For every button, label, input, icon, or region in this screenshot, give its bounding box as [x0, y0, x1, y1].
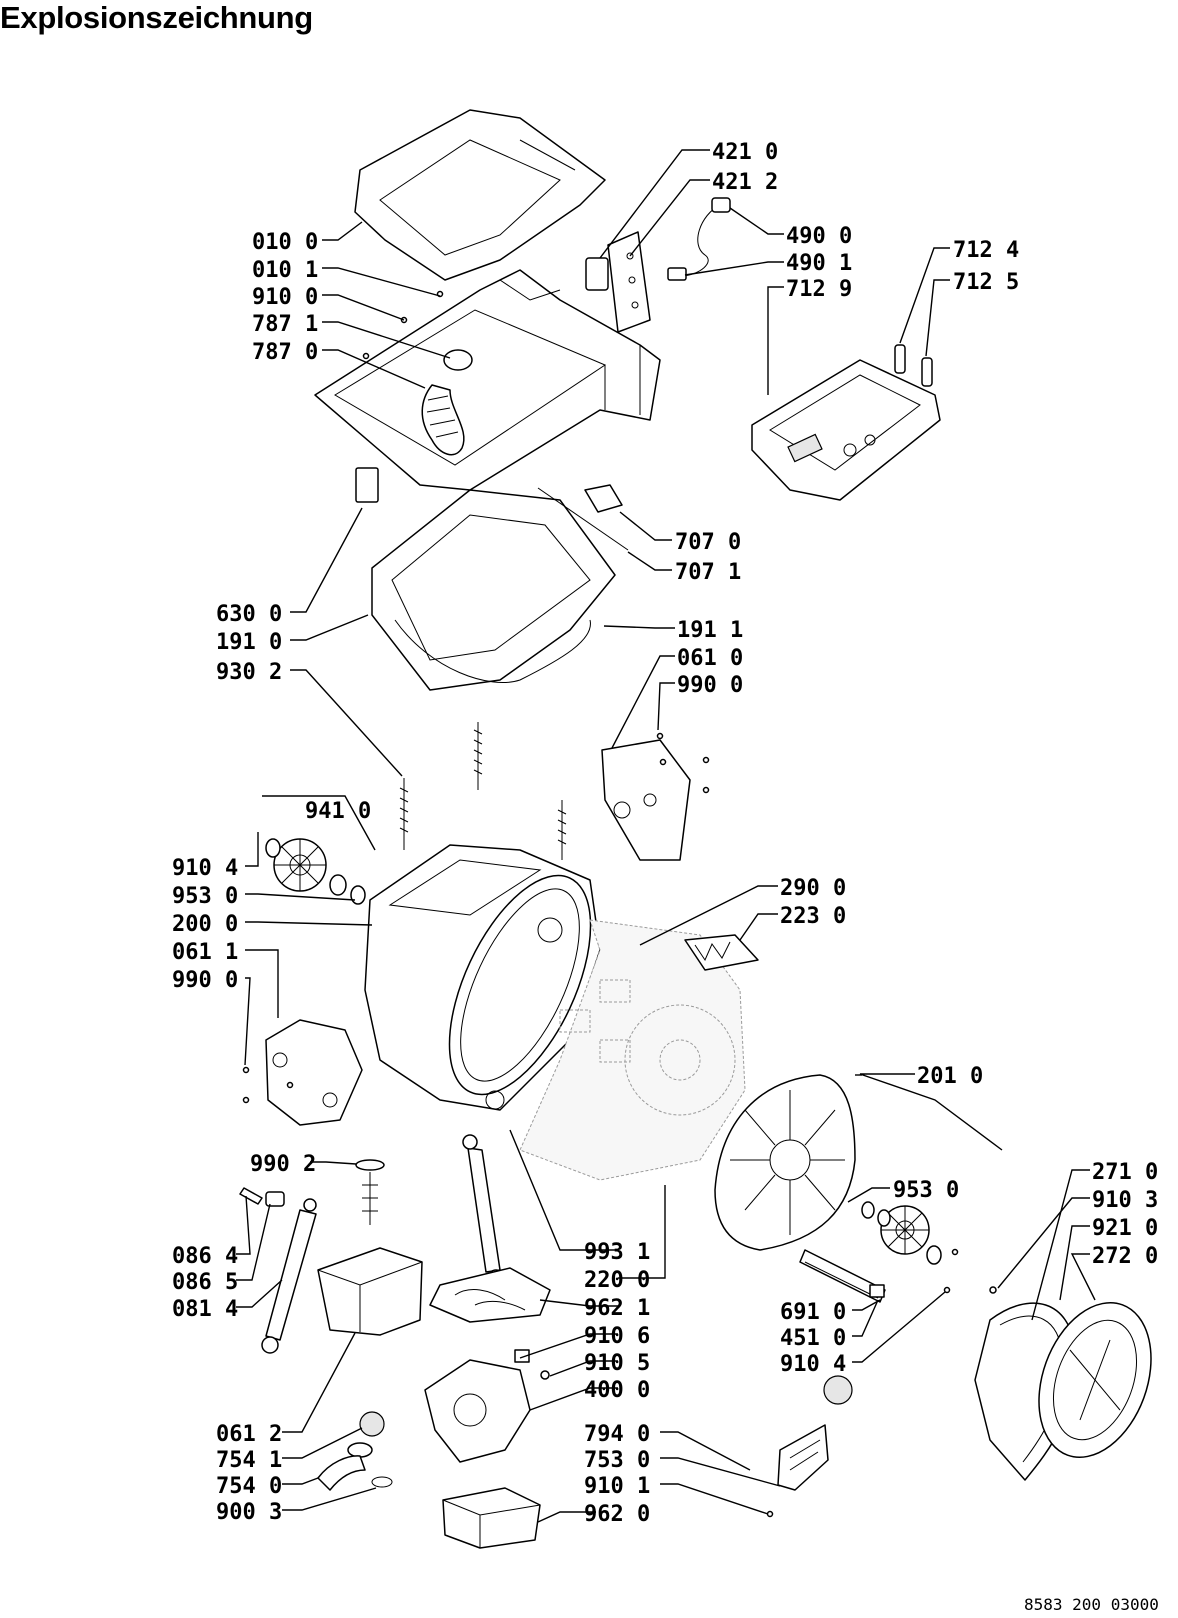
part-label-953-0-left: 953 0: [172, 884, 238, 909]
part-label-753-0: 753 0: [584, 1448, 650, 1473]
pins-086: [239, 1187, 285, 1207]
bearing-hub-right: [861, 1201, 942, 1265]
part-label-191-0: 191 0: [216, 630, 282, 655]
part-label-990-0-top: 990 0: [677, 673, 743, 698]
part-label-707-0: 707 0: [675, 530, 741, 555]
thermostat-707: [537, 484, 629, 551]
pump-400-0: [424, 1349, 550, 1463]
counterweight-061-0: [601, 739, 691, 861]
drawer-pins-712-4-5: [894, 344, 933, 387]
part-label-290-0: 290 0: [780, 876, 846, 901]
part-label-061-0: 061 0: [677, 646, 743, 671]
part-label-712-4: 712 4: [953, 238, 1019, 263]
hose-787: [421, 349, 473, 456]
part-label-993-1: 993 1: [584, 1240, 650, 1265]
part-labels: 010 0 010 1 910 0 787 1 787 0 421 0 421 …: [172, 140, 1158, 1527]
part-label-630-0: 630 0: [216, 602, 282, 627]
leader-lines: [236, 149, 1096, 1523]
document-number: 8583 200 03000: [1024, 1595, 1159, 1614]
part-label-691-0: 691 0: [780, 1300, 846, 1325]
tub-back-201-0: [714, 1074, 856, 1251]
spring-990-2: [355, 1159, 385, 1225]
part-label-220-0: 220 0: [584, 1268, 650, 1293]
door-ring-272-0: [1038, 1301, 1152, 1459]
panel-bracket-421: [585, 231, 651, 333]
tub-ring-191-0: [371, 489, 616, 691]
part-label-754-0: 754 0: [216, 1474, 282, 1499]
part-label-061-2: 061 2: [216, 1422, 282, 1447]
part-label-451-0: 451 0: [780, 1326, 846, 1351]
part-label-787-0: 787 0: [252, 340, 318, 365]
part-label-910-4-left: 910 4: [172, 856, 238, 881]
part-label-010-1: 010 1: [252, 258, 318, 283]
worktop-frame-010-1: [314, 269, 661, 491]
part-label-930-2: 930 2: [216, 660, 282, 685]
part-label-707-1: 707 1: [675, 560, 741, 585]
part-label-794-0: 794 0: [584, 1422, 650, 1447]
part-label-953-0-right: 953 0: [893, 1178, 959, 1203]
part-label-712-5: 712 5: [953, 270, 1019, 295]
part-label-421-2: 421 2: [712, 170, 778, 195]
filter-cover-753-0: [777, 1375, 853, 1491]
part-label-941-0: 941 0: [305, 799, 371, 824]
part-label-910-3: 910 3: [1092, 1188, 1158, 1213]
cover-061-2: [317, 1247, 423, 1336]
part-label-910-6: 910 6: [584, 1324, 650, 1349]
sensor-630-0: [355, 467, 379, 503]
power-cord-490: [667, 197, 731, 281]
part-label-787-1: 787 1: [252, 312, 318, 337]
part-label-272-0: 272 0: [1092, 1244, 1158, 1269]
counterweight-061-1: [265, 1019, 363, 1126]
part-label-421-0: 421 0: [712, 140, 778, 165]
page-title: Explosionszeichnung: [0, 0, 313, 35]
tray-962-0: [442, 1487, 541, 1549]
part-label-201-0: 201 0: [917, 1064, 983, 1089]
part-label-200-0: 200 0: [172, 912, 238, 937]
part-label-962-0: 962 0: [584, 1502, 650, 1527]
part-label-910-0: 910 0: [252, 285, 318, 310]
part-label-921-0: 921 0: [1092, 1216, 1158, 1241]
cap-754-1: [359, 1411, 385, 1437]
part-label-490-1: 490 1: [786, 251, 852, 276]
protector-962-1: [429, 1267, 551, 1323]
part-label-754-1: 754 1: [216, 1448, 282, 1473]
bearing-hub-left: [265, 838, 366, 905]
part-label-271-0: 271 0: [1092, 1160, 1158, 1185]
part-label-990-0-left: 990 0: [172, 968, 238, 993]
part-label-191-1: 191 1: [677, 618, 743, 643]
detergent-drawer-712-9: [751, 359, 941, 501]
part-label-086-5: 086 5: [172, 1270, 238, 1295]
part-label-400-0: 400 0: [584, 1378, 650, 1403]
top-lid-010-0: [354, 109, 606, 281]
heater-451-0: [799, 1249, 886, 1303]
part-label-910-1: 910 1: [584, 1474, 650, 1499]
part-label-223-0: 223 0: [780, 904, 846, 929]
drain-hose-754-0: [317, 1442, 393, 1491]
part-label-081-4: 081 4: [172, 1297, 238, 1322]
screws: [242, 290, 997, 1518]
part-label-910-5: 910 5: [584, 1351, 650, 1376]
part-label-910-4-right: 910 4: [780, 1352, 846, 1377]
part-label-712-9: 712 9: [786, 277, 852, 302]
part-label-061-1: 061 1: [172, 940, 238, 965]
part-label-990-2: 990 2: [250, 1152, 316, 1177]
part-label-086-4: 086 4: [172, 1244, 238, 1269]
cover-223-0: [684, 934, 759, 971]
part-label-900-3: 900 3: [216, 1500, 282, 1525]
part-label-490-0: 490 0: [786, 224, 852, 249]
part-label-962-1: 962 1: [584, 1296, 650, 1321]
part-label-010-0: 010 0: [252, 230, 318, 255]
